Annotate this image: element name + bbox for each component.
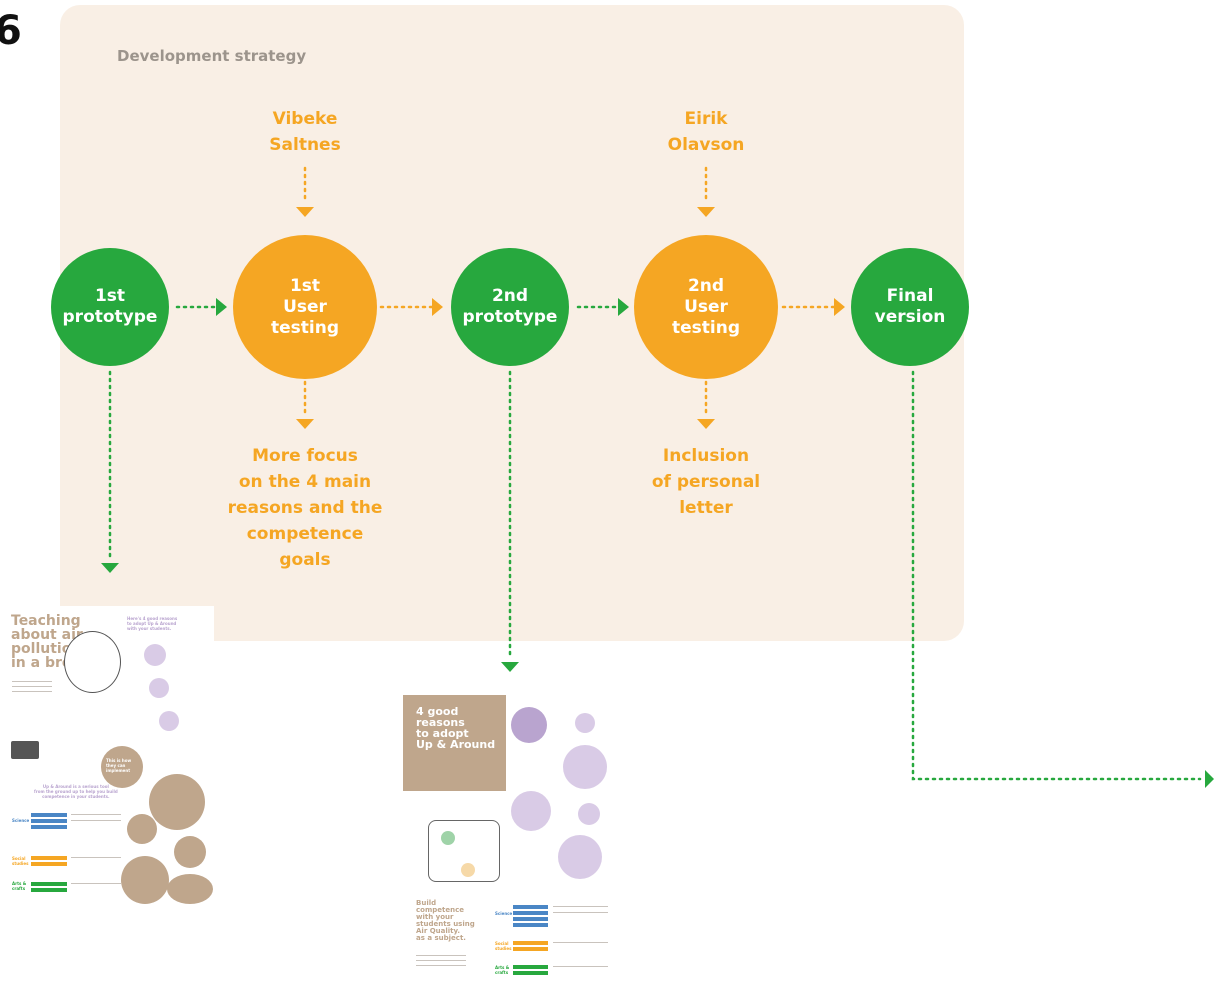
poster2-subject-science: Science xyxy=(495,911,513,916)
poster2-title: 4 good reasons to adopt Up & Around xyxy=(416,705,496,751)
figure-number: 6 xyxy=(0,8,22,54)
poster2-subject-social: Social studies xyxy=(495,941,512,951)
poster2-title-block xyxy=(403,695,506,791)
tester-2: Eirik Olavson xyxy=(667,109,745,155)
poster-1st-prototype: Teaching about air pollution in a breeze… xyxy=(9,606,214,905)
poster1-bubble-text: This is how they can implement xyxy=(106,758,132,773)
stage-2nd-prototype: 2nd prototype xyxy=(451,248,569,366)
character-illustration xyxy=(64,631,121,693)
final-drop xyxy=(911,370,1202,781)
poster2-subject-arts: Arts & crafts xyxy=(495,965,510,975)
panel-title: Development strategy xyxy=(117,47,307,65)
stage-1st-user-testing: 1st User testing xyxy=(233,235,377,379)
stage-1st-prototype: 1st prototype xyxy=(51,248,169,366)
stage-final-version: Final version xyxy=(851,248,969,366)
poster1-reasons-heading: Here's 4 good reasons to adopt Up & Arou… xyxy=(127,616,178,631)
poster1-subject-science: Science xyxy=(12,818,30,823)
poster1-subject-social: Social studies xyxy=(12,856,29,866)
poster-2nd-prototype: 4 good reasons to adopt Up & Around Buil… xyxy=(403,695,618,992)
outcome-1: More focus on the 4 main reasons and the… xyxy=(227,446,383,570)
poster1-subject-arts: Arts & crafts xyxy=(12,881,27,891)
tester-1: Vibeke Saltnes xyxy=(269,109,341,155)
poster1-sub-heading: Up & Around is a serious tool from the g… xyxy=(34,784,118,799)
tablet-image xyxy=(11,741,39,759)
stage-2nd-user-testing: 2nd User testing xyxy=(634,235,778,379)
poster2-build-heading: Build competence with your students usin… xyxy=(416,899,475,942)
outcome-2: Inclusion of personal letter xyxy=(651,446,761,518)
